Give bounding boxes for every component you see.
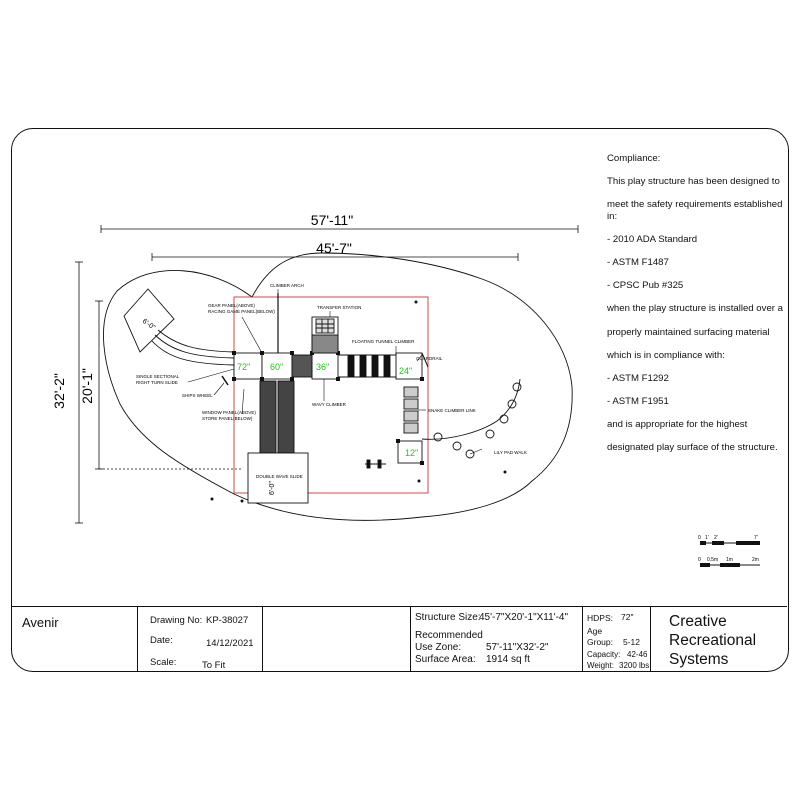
hdps: 72" bbox=[621, 612, 634, 622]
label-racing-panel: RACING GAME PANEL(BELOW) bbox=[208, 309, 275, 314]
transfer-station bbox=[311, 316, 339, 354]
deck-height-72: 72" bbox=[237, 362, 250, 372]
dimension-lines bbox=[75, 225, 579, 524]
dim-structure-depth: 20'-1" bbox=[79, 368, 95, 404]
capacity-label: Capacity: bbox=[587, 650, 621, 659]
compliance-line: meet the safety requirements established… bbox=[607, 198, 783, 222]
svg-text:0: 0 bbox=[698, 557, 701, 563]
label-climber-arch: CLIMBER ARCH bbox=[270, 283, 304, 288]
structure-boundary bbox=[233, 296, 429, 494]
bridge bbox=[291, 354, 313, 378]
snake-climber-link bbox=[403, 386, 419, 434]
compliance-line: properly maintained surfacing material bbox=[607, 326, 770, 338]
date-value: 14/12/2021 bbox=[206, 638, 254, 649]
stepping-posts bbox=[365, 459, 386, 469]
capacity: 42-46 bbox=[627, 650, 648, 659]
svg-text:7': 7' bbox=[754, 535, 758, 541]
blank-cell bbox=[262, 607, 410, 671]
surface-area: 1914 sq ft bbox=[486, 654, 530, 665]
double-wave-slide bbox=[247, 380, 309, 504]
svg-text:1': 1' bbox=[705, 535, 709, 541]
ships-wheel bbox=[221, 375, 229, 386]
age-label: Age bbox=[587, 626, 603, 636]
label-double-wave: DOUBLE WAVE SLIDE bbox=[256, 474, 303, 479]
label-gear-panel: GEAR PANEL(ABOVE) bbox=[208, 303, 255, 308]
date-label: Date: bbox=[150, 635, 173, 646]
guardrail bbox=[421, 352, 429, 368]
label-snake-climber: SNAKE CLIMBER LINK bbox=[428, 408, 476, 413]
svg-text:6'-0": 6'-0" bbox=[141, 318, 157, 332]
slide-use-zone-box: 6'-0" bbox=[123, 288, 175, 353]
use-zone: 57'-11"X32'-2" bbox=[486, 642, 549, 653]
age-group: 5-12 bbox=[623, 637, 641, 647]
compliance-line: when the play structure is installed ove… bbox=[607, 303, 783, 315]
dim-overall-depth: 32'-2" bbox=[51, 373, 67, 409]
surface-area-label: Surface Area: bbox=[415, 654, 476, 665]
use-zone-label: Use Zone: bbox=[415, 642, 462, 653]
project-name: Avenir bbox=[22, 615, 59, 630]
svg-text:0: 0 bbox=[698, 535, 701, 541]
label-single-slide-1: SINGLE SECTIONAL bbox=[136, 374, 180, 379]
company-cell: Creative Recreational Systems bbox=[650, 607, 787, 671]
label-wavy-climber: WAVY CLIMBER bbox=[312, 402, 347, 407]
decks bbox=[233, 352, 423, 464]
dim-slide-box-bottom: 6'-0" bbox=[269, 481, 276, 495]
svg-text:1m: 1m bbox=[726, 557, 733, 563]
lily-pad-walk bbox=[421, 378, 522, 459]
label-lily-pad: LILY PAD WALK bbox=[494, 450, 527, 455]
dim-structure-width: 45'-7" bbox=[316, 240, 352, 256]
scale-bar-metric: 0 0.5m 1m 2m bbox=[698, 557, 760, 567]
hdps-label: HDPS: bbox=[587, 613, 613, 623]
label-ships-wheel: SHIPS WHEEL bbox=[182, 393, 213, 398]
use-zone-markers bbox=[210, 300, 507, 503]
svg-text:2m: 2m bbox=[752, 557, 759, 563]
structure-info-cell: Structure Size: 45'-7"X20'-1"X11'-4" Rec… bbox=[410, 607, 582, 671]
compliance-line: - 2010 ADA Standard bbox=[607, 233, 698, 245]
leader-lines bbox=[187, 289, 483, 455]
label-guardrail: GUARDRAIL bbox=[416, 356, 443, 361]
deck-height-60: 60" bbox=[270, 362, 283, 372]
compliance-title: Compliance: bbox=[607, 152, 661, 164]
label-transfer-station: TRANSFER STATION bbox=[317, 305, 361, 310]
deck-height-36: 36" bbox=[316, 362, 329, 372]
use-zone-outline bbox=[103, 252, 573, 521]
compliance-line: which is in compliance with: bbox=[607, 349, 725, 361]
scale-value: To Fit bbox=[202, 660, 226, 671]
ratings-cell: HDPS: 72" Age Group: 5-12 Capacity: 42-4… bbox=[582, 607, 650, 671]
deck-height-24: 24" bbox=[399, 366, 412, 376]
scale-label: Scale: bbox=[150, 657, 177, 668]
title-block: Avenir Drawing No: KP-38027 Date: 14/12/… bbox=[12, 606, 787, 671]
svg-text:0.5m: 0.5m bbox=[707, 557, 718, 563]
structure-size: 45'-7"X20'-1"X11'-4" bbox=[479, 612, 569, 623]
recommended-label: Recommended bbox=[415, 630, 483, 641]
deck-height-12: 12" bbox=[405, 448, 418, 458]
compliance-note: Compliance: This play structure has been… bbox=[607, 141, 787, 466]
drawing-no-label: Drawing No: bbox=[150, 615, 203, 626]
drawing-info-cell: Drawing No: KP-38027 Date: 14/12/2021 Sc… bbox=[137, 607, 262, 671]
label-store-panel: STORE PANEL(BELOW) bbox=[202, 416, 253, 421]
compliance-line: - ASTM F1487 bbox=[607, 256, 669, 268]
compliance-line: and is appropriate for the highest bbox=[607, 419, 748, 431]
scale-bar-imperial: 0 1' 2' 7' bbox=[698, 535, 760, 545]
weight: 3200 lbs bbox=[619, 661, 650, 670]
label-floating-tunnel: FLOATING TUNNEL CLIMBER bbox=[352, 339, 415, 344]
dim-overall-width: 57'-11" bbox=[311, 212, 353, 228]
label-window-panel: WINDOW PANEL(ABOVE) bbox=[202, 410, 256, 415]
compliance-line: - CPSC Pub #325 bbox=[607, 280, 684, 292]
compliance-line: - ASTM F1292 bbox=[607, 372, 669, 384]
compliance-line: designated play surface of the structure… bbox=[607, 442, 778, 454]
compliance-line: - ASTM F1951 bbox=[607, 396, 669, 408]
drawing-sheet: 57'-11" 45'-7" 32'-2" 20'-1" 6'-0" bbox=[11, 128, 789, 672]
structure-size-label: Structure Size: bbox=[415, 612, 481, 623]
floating-tunnel-climber bbox=[338, 354, 396, 378]
drawing-no: KP-38027 bbox=[206, 615, 249, 626]
single-sectional-slide bbox=[151, 329, 235, 366]
company-name: Creative Recreational Systems bbox=[669, 613, 757, 668]
weight-label: Weight: bbox=[587, 661, 614, 670]
age-group-label: Group: bbox=[587, 637, 613, 647]
label-single-slide-2: RIGHT TURN SLIDE bbox=[136, 380, 178, 385]
site-plan: 57'-11" 45'-7" 32'-2" 20'-1" 6'-0" bbox=[51, 212, 760, 567]
compliance-line: This play structure has been designed to bbox=[607, 175, 780, 187]
svg-text:2': 2' bbox=[714, 535, 718, 541]
